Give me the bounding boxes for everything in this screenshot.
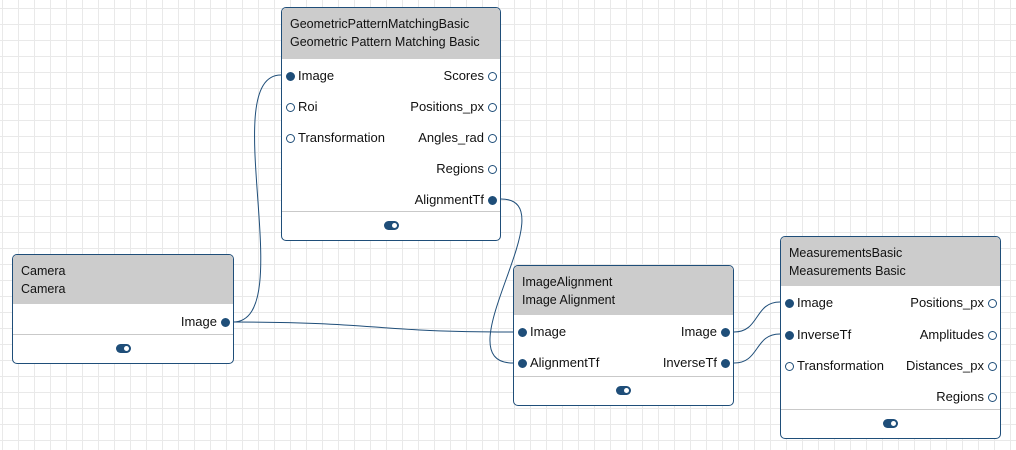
node-type-name: MeasurementsBasic xyxy=(789,246,903,260)
port-icon[interactable] xyxy=(987,330,997,340)
node-type-name: GeometricPatternMatchingBasic xyxy=(290,17,470,31)
wire-camera-image-to-gpm-image[interactable] xyxy=(232,74,282,323)
port-icon[interactable] xyxy=(784,361,794,371)
output-port-amplitudes[interactable]: Amplitudes xyxy=(920,325,997,345)
node-measurements-basic[interactable]: MeasurementsBasic Measurements Basic Ima… xyxy=(780,236,1001,439)
node-header: Camera Camera xyxy=(13,255,233,304)
enable-toggle-icon[interactable] xyxy=(383,221,399,230)
port-connected-icon[interactable] xyxy=(784,330,794,340)
output-port-alignmenttf[interactable]: AlignmentTf xyxy=(415,190,497,210)
wire-camera-image-to-align-image[interactable] xyxy=(232,321,514,333)
wire-align-inversetf-to-meas-inversetf[interactable] xyxy=(733,333,781,364)
node-header: MeasurementsBasic Measurements Basic xyxy=(781,237,1000,286)
port-icon[interactable] xyxy=(987,392,997,402)
enable-toggle-icon[interactable] xyxy=(115,344,131,353)
port-connected-icon[interactable] xyxy=(784,298,794,308)
node-display-name: Image Alignment xyxy=(522,293,616,307)
port-connected-icon[interactable] xyxy=(720,327,730,337)
node-geometric-pattern-matching[interactable]: GeometricPatternMatchingBasic Geometric … xyxy=(281,7,501,241)
port-connected-icon[interactable] xyxy=(720,358,730,368)
enable-toggle-icon[interactable] xyxy=(616,386,631,395)
node-image-alignment[interactable]: ImageAlignment Image Alignment Image Ali… xyxy=(513,265,734,406)
port-icon[interactable] xyxy=(487,102,497,112)
port-icon[interactable] xyxy=(487,164,497,174)
port-icon[interactable] xyxy=(487,71,497,81)
port-connected-icon[interactable] xyxy=(285,71,295,81)
input-port-transformation[interactable]: Transformation xyxy=(285,128,385,148)
node-footer xyxy=(781,409,1000,438)
output-port-image[interactable]: Image xyxy=(181,312,230,332)
node-display-name: Geometric Pattern Matching Basic xyxy=(290,35,480,49)
output-port-image[interactable]: Image xyxy=(681,322,730,342)
port-icon[interactable] xyxy=(285,102,295,112)
node-header: GeometricPatternMatchingBasic Geometric … xyxy=(282,8,500,59)
output-port-regions[interactable]: Regions xyxy=(936,387,997,407)
port-connected-icon[interactable] xyxy=(517,327,527,337)
port-icon[interactable] xyxy=(987,298,997,308)
node-footer xyxy=(514,376,733,405)
wire-align-image-to-meas-image[interactable] xyxy=(733,301,781,333)
input-port-image[interactable]: Image xyxy=(517,322,566,342)
output-port-positions-px[interactable]: Positions_px xyxy=(910,293,997,313)
input-port-transformation[interactable]: Transformation xyxy=(784,356,884,376)
port-connected-icon[interactable] xyxy=(220,317,230,327)
port-connected-icon[interactable] xyxy=(487,195,497,205)
node-footer xyxy=(13,334,233,363)
input-port-alignmenttf[interactable]: AlignmentTf xyxy=(517,353,599,373)
node-header: ImageAlignment Image Alignment xyxy=(514,266,733,315)
port-connected-icon[interactable] xyxy=(517,358,527,368)
node-type-name: Camera xyxy=(21,264,66,278)
input-port-image[interactable]: Image xyxy=(784,293,833,313)
output-port-angles-rad[interactable]: Angles_rad xyxy=(418,128,497,148)
output-port-regions[interactable]: Regions xyxy=(436,159,497,179)
wire-gpm-alignmenttf-to-align-alignmenttf[interactable] xyxy=(489,198,523,364)
output-port-scores[interactable]: Scores xyxy=(444,66,497,86)
node-display-name: Measurements Basic xyxy=(789,264,906,278)
port-icon[interactable] xyxy=(987,361,997,371)
output-port-positions-px[interactable]: Positions_px xyxy=(410,97,497,117)
node-camera[interactable]: Camera Camera Image xyxy=(12,254,234,364)
port-icon[interactable] xyxy=(285,133,295,143)
input-port-roi[interactable]: Roi xyxy=(285,97,318,117)
node-type-name: ImageAlignment xyxy=(522,275,613,289)
node-display-name: Camera xyxy=(21,282,66,296)
port-icon[interactable] xyxy=(487,133,497,143)
input-port-image[interactable]: Image xyxy=(285,66,334,86)
node-footer xyxy=(282,211,500,240)
output-port-inversetf[interactable]: InverseTf xyxy=(663,353,730,373)
enable-toggle-icon[interactable] xyxy=(883,419,898,428)
output-port-distances-px[interactable]: Distances_px xyxy=(906,356,997,376)
input-port-inversetf[interactable]: InverseTf xyxy=(784,325,851,345)
